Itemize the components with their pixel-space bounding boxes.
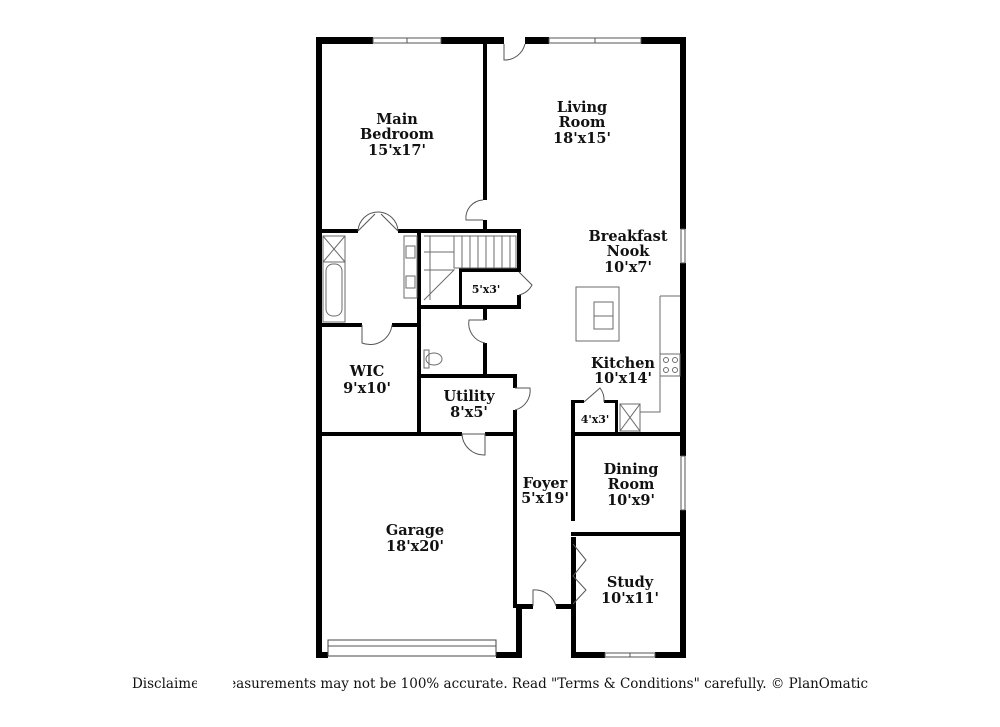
room-labels: Main Bedroom 15'x17' Living Room 18'x15'… [343, 99, 668, 607]
dining-room-label-2: Room [608, 476, 655, 493]
foyer-entry-bottom-r [556, 604, 576, 609]
right-wall-mid [680, 263, 686, 456]
disclaimer-occlusion [197, 672, 233, 696]
wall-wic-top-l [322, 323, 362, 327]
study-label: Study [607, 574, 654, 591]
right-wall-top [680, 37, 686, 229]
wall-garage-top [322, 432, 462, 436]
wall-closet-left [459, 268, 462, 309]
foyer-label: Foyer [523, 475, 568, 492]
wall-pantry-left [571, 400, 575, 436]
doors [327, 43, 605, 657]
bottom-wall-study-left [571, 652, 605, 658]
door-pantry [583, 387, 605, 403]
living-room-size: 18'x15' [553, 130, 611, 147]
window-nook-right [680, 228, 686, 264]
bottom-wall-study-right [655, 652, 686, 658]
wic-size: 9'x10' [343, 380, 391, 397]
kitchen-island [575, 286, 620, 342]
breakfast-nook-size: 10'x7' [604, 259, 652, 276]
wall-kitchen-dining [571, 432, 686, 436]
utility-size: 8'x5' [450, 404, 488, 421]
wic-label: WIC [349, 363, 385, 380]
door-wc [468, 319, 486, 344]
door-entry [532, 589, 557, 607]
right-wall-mid2 [680, 510, 686, 658]
wall-stair-bottom [421, 305, 521, 309]
door-garage [461, 433, 486, 456]
wall-bath-right [417, 229, 421, 436]
door-study [572, 543, 587, 605]
dining-room-size: 10'x9' [607, 492, 655, 509]
top-wall-mid [441, 37, 504, 44]
door-living-top [503, 43, 526, 61]
garage-size: 18'x20' [386, 538, 444, 555]
stove [659, 353, 681, 377]
foyer-entry-bottom-l [516, 604, 533, 609]
wall-bedroom-bottom-l [322, 229, 358, 233]
wall-bedroom-bottom-r [398, 229, 520, 233]
foyer-size: 5'x19' [521, 490, 569, 507]
wall-wc-right2 [483, 343, 487, 376]
wall-dining-left [571, 436, 575, 521]
door-utility [514, 387, 531, 411]
study-size: 10'x11' [601, 590, 659, 607]
main-bedroom-size: 15'x17' [368, 142, 426, 159]
door-stair [465, 199, 484, 221]
wall-utility-top [421, 374, 517, 378]
wall-pantry-right [615, 400, 618, 436]
wall-utility-right [513, 374, 517, 388]
dining-room-label-1: Dining [604, 461, 659, 478]
wall-pantry-top-r [604, 400, 618, 403]
main-bedroom-label-1: Main [376, 111, 418, 128]
wall-dining-study [571, 532, 686, 536]
living-room-label-2: Room [559, 114, 606, 131]
living-room-label-1: Living [557, 99, 607, 116]
tub [322, 235, 346, 323]
wall-bedroom-living [483, 44, 487, 200]
utility-label: Utility [444, 388, 496, 405]
garage-label: Garage [386, 522, 444, 539]
foyer-entry-left [516, 604, 522, 658]
stairs [423, 235, 517, 301]
door-bedroom-right [377, 211, 399, 232]
window-dining-right [680, 455, 686, 511]
breakfast-nook-label-1: Breakfast [588, 228, 667, 245]
fixtures [322, 235, 681, 432]
wall-pantry-top [571, 400, 584, 403]
garage-bottom-right [496, 652, 522, 658]
wall-wic-top-r [392, 323, 421, 327]
closet-size: 5'x3' [472, 283, 501, 296]
door-wic [361, 324, 393, 346]
pantry-size: 4'x3' [581, 413, 610, 426]
disclaimer-text: Disclaimer: Measurements may not be 100%… [131, 676, 869, 692]
vanity [403, 235, 418, 299]
kitchen-size: 10'x14' [594, 370, 652, 387]
top-wall-left [316, 37, 373, 44]
wall-garage-top-r [485, 432, 517, 436]
windows [372, 37, 686, 658]
wall-living-stair [483, 220, 487, 232]
door-bedroom-left [357, 211, 379, 232]
breakfast-nook-label-2: Nook [607, 243, 651, 260]
garage-bottom-left [316, 652, 328, 658]
left-wall [316, 37, 322, 657]
wall-stair-right [517, 229, 521, 271]
fridge [619, 403, 641, 432]
wall-wc-right [483, 309, 487, 320]
foyer-entry-right [571, 537, 576, 658]
top-wall-right [641, 37, 686, 44]
door-closet [518, 271, 533, 296]
kitchen-label: Kitchen [591, 355, 655, 372]
wall-closet-top [459, 268, 521, 272]
main-bedroom-label-2: Bedroom [360, 126, 435, 143]
wall-utility-right2 [513, 410, 517, 608]
garage-overhead-door [327, 639, 497, 657]
top-wall-mid2 [525, 37, 549, 44]
exterior-walls [316, 37, 686, 658]
toilet [425, 352, 443, 366]
wall-closet-right [517, 295, 521, 309]
interior-walls [322, 44, 686, 608]
